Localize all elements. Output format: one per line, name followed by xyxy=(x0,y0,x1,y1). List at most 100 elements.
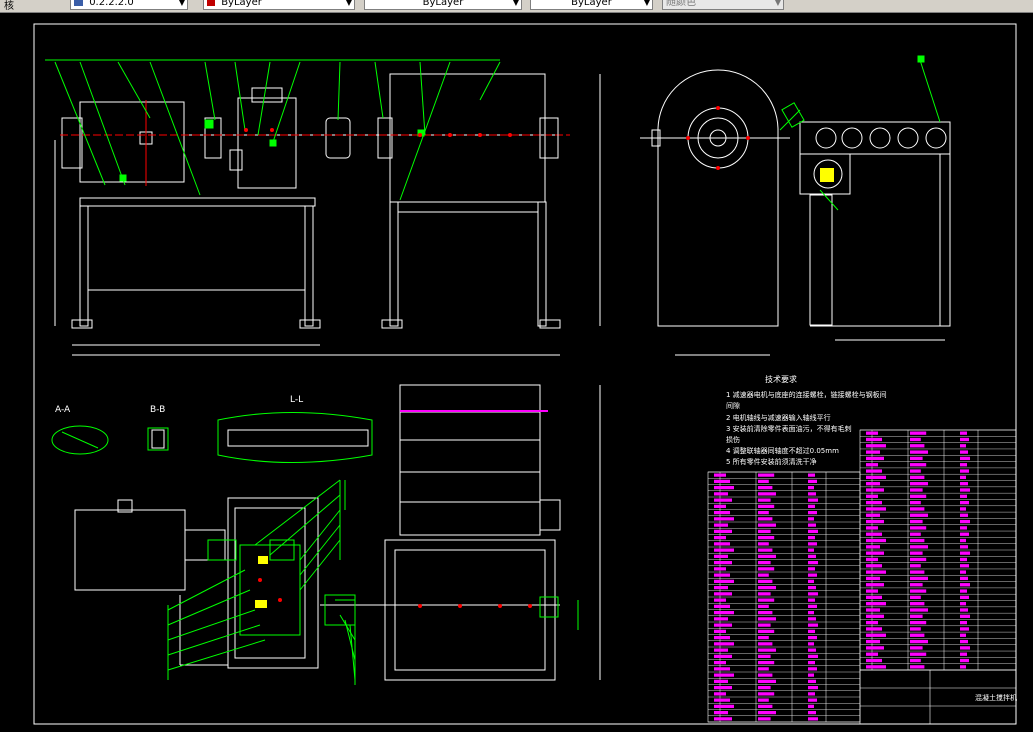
table-cell-text xyxy=(960,475,966,480)
linetype-dropdown[interactable]: ByLayer ▼ xyxy=(364,0,522,10)
plotstyle-dropdown[interactable]: 随颜色 ▼ xyxy=(662,0,784,10)
table-cell-text xyxy=(960,557,967,562)
table-cell-text xyxy=(758,504,775,508)
table-cell-text xyxy=(808,661,815,665)
table-cell-text xyxy=(910,639,928,644)
drawing-canvas[interactable]: A-A B-B L-L xyxy=(0,13,1033,728)
table-cell-text xyxy=(808,592,818,596)
table-cell-text xyxy=(758,648,776,652)
plan-view xyxy=(74,384,601,681)
table-cell-text xyxy=(866,614,884,618)
table-cell-text xyxy=(808,679,816,683)
table-cell-text xyxy=(960,589,967,593)
table-cell-text xyxy=(758,586,776,590)
table-cell-text xyxy=(866,431,878,435)
side-view-highlights xyxy=(820,168,834,182)
table-cell-text xyxy=(714,573,730,577)
table-cell-text xyxy=(866,595,882,600)
table-cell-text xyxy=(758,486,773,490)
table-cell-text xyxy=(758,717,771,721)
side-view-bolts xyxy=(686,106,750,170)
title-block-name: 混凝土搅拌机 xyxy=(975,693,1017,702)
table-cell-text xyxy=(866,602,886,606)
table-cell-text xyxy=(866,482,880,486)
table-cell-text xyxy=(808,567,815,571)
table-cell-text xyxy=(866,538,886,543)
table-cell-text xyxy=(866,557,878,562)
plan-view-highlights xyxy=(255,556,268,608)
table-cell-text xyxy=(714,529,732,533)
table-cell-text xyxy=(960,519,970,524)
table-cell-text xyxy=(714,561,732,565)
table-cell-text xyxy=(758,592,771,596)
field-icon xyxy=(74,0,83,6)
table-cell-text xyxy=(714,479,730,483)
table-cell-text xyxy=(866,463,878,467)
table-cell-text xyxy=(808,536,815,540)
table-cell-text xyxy=(758,473,775,477)
table-cell-text xyxy=(758,673,773,677)
table-cell-text xyxy=(808,692,815,696)
table-cell-text xyxy=(808,498,818,502)
table-cell-text xyxy=(866,488,884,492)
section-labels: A-A B-B L-L xyxy=(55,395,303,415)
table-cell-text xyxy=(714,636,730,640)
table-cell-text xyxy=(714,523,728,527)
table-cell-text xyxy=(960,583,970,587)
side-view-details xyxy=(779,55,941,211)
table-cell-text xyxy=(866,576,880,581)
table-cell-text xyxy=(758,711,776,715)
plan-view-bolts xyxy=(258,578,532,608)
table-cell-text xyxy=(866,652,878,656)
tech-notes-title: 技术要求 xyxy=(765,374,797,384)
section-label-l: L-L xyxy=(290,395,303,405)
table-cell-text xyxy=(758,561,771,565)
table-cell-text xyxy=(960,639,968,644)
toolbar-field-1[interactable]: 0.2.2.2.0 ▼ xyxy=(70,0,188,10)
table-cell-text xyxy=(808,648,816,652)
lineweight-dropdown[interactable]: ByLayer ▼ xyxy=(530,0,653,10)
table-cell-text xyxy=(714,642,734,646)
table-cell-text xyxy=(910,658,921,663)
table-cell-text xyxy=(960,444,966,448)
color-dropdown[interactable]: ByLayer ▼ xyxy=(203,0,355,10)
table-cell-text xyxy=(960,431,967,435)
table-cell-text xyxy=(960,494,967,498)
table-cell-text xyxy=(808,717,818,721)
tech-notes: 技术要求 1 减速器电机与底座的连接螺栓，链接螺栓与钢板间 间隙 2 电机轴线与… xyxy=(726,374,887,466)
table-cell-text xyxy=(714,661,726,665)
table-cell-text xyxy=(910,513,928,517)
chevron-down-icon: ▼ xyxy=(643,0,650,7)
table-cell-text xyxy=(960,602,966,606)
color-swatch-icon xyxy=(207,0,215,6)
motor-endcap xyxy=(61,117,83,169)
cad-drawing: A-A B-B L-L xyxy=(33,23,1017,725)
table-cell-text xyxy=(960,538,966,543)
table-cell-text xyxy=(960,620,967,625)
table-cell-text xyxy=(910,532,921,536)
table-cell-text xyxy=(808,523,816,527)
motor-plan xyxy=(74,509,186,591)
table-cell-text xyxy=(714,486,734,490)
table-cell-text xyxy=(866,620,878,625)
table-cell-text xyxy=(866,500,882,505)
table-cell-text xyxy=(910,463,927,467)
chevron-down-icon: ▼ xyxy=(512,0,519,7)
table-cell-text xyxy=(866,456,884,461)
tech-note-7: 5 所有零件安装前须清洗干净 xyxy=(726,457,817,466)
table-cell-text xyxy=(910,456,923,461)
table-cell-text xyxy=(910,557,927,562)
table-cell-text xyxy=(714,592,732,596)
table-cell-text xyxy=(866,444,886,448)
table-cell-text xyxy=(808,511,817,515)
table-cell-text xyxy=(910,595,921,600)
table-cell-text xyxy=(910,620,927,625)
table-cell-text xyxy=(758,579,773,583)
table-cell-text xyxy=(960,450,968,454)
table-cell-text xyxy=(714,623,732,627)
table-cell-text xyxy=(808,542,817,546)
table-cell-text xyxy=(960,456,970,461)
section-b-b xyxy=(147,427,169,451)
tech-note-6: 4 调整联轴器同轴度不超过0.05mm xyxy=(726,446,839,455)
table-cell-text xyxy=(808,492,816,496)
